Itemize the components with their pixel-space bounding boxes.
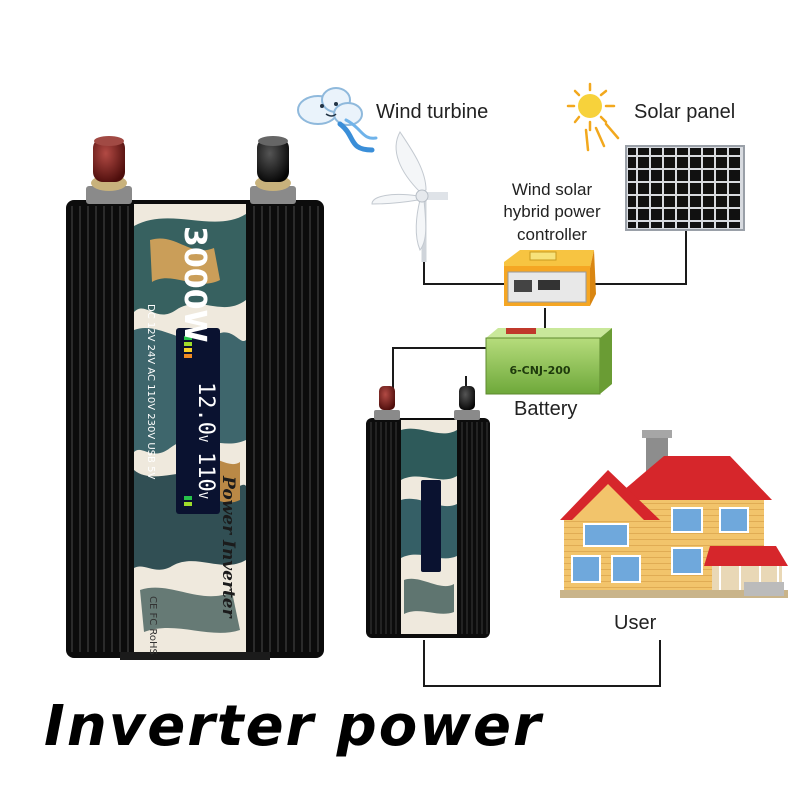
label-controller-line1: Wind solar	[511, 180, 593, 199]
lcd-input-unit: V	[196, 434, 210, 443]
label-user: User	[614, 612, 657, 634]
wind-turbine	[371, 131, 448, 262]
inverter-cert: CE FC RoHS	[147, 596, 158, 655]
small-lcd-screen	[421, 480, 441, 572]
small-negative-terminal	[454, 386, 480, 420]
battery-model: 6-CNJ-200	[509, 364, 570, 377]
wire-inverter-user	[423, 640, 661, 687]
positive-terminal	[86, 136, 132, 204]
small-inverter	[366, 386, 490, 638]
inverter-model-text: 3000W	[177, 226, 212, 343]
wire-solar-controller	[594, 230, 687, 285]
label-wind-turbine: Wind turbine	[376, 101, 489, 123]
solar-panel	[625, 145, 745, 231]
label-controller-line3: controller	[517, 225, 587, 244]
page-title: Inverter power	[44, 694, 543, 759]
inverter-fins	[71, 206, 319, 652]
battery: 6-CNJ-200	[485, 328, 612, 395]
lcd-output-unit: V	[196, 491, 210, 499]
negative-terminal	[250, 136, 296, 204]
hybrid-controller	[504, 250, 596, 306]
label-solar-panel: Solar panel	[634, 101, 736, 123]
lcd-output-value: 110	[193, 452, 218, 492]
house	[560, 430, 788, 598]
label-controller-line2: hybrid power	[503, 202, 601, 221]
small-positive-terminal	[374, 386, 400, 420]
wire-battery-inverter-positive	[392, 347, 487, 392]
wire-turbine-controller	[423, 258, 506, 285]
lcd-input-value: 12.0	[193, 382, 218, 435]
label-battery: Battery	[514, 398, 578, 420]
wires	[392, 230, 687, 687]
lcd-bars	[184, 336, 192, 506]
large-inverter	[66, 136, 324, 660]
wind-cloud-icon	[297, 87, 378, 153]
sun-icon	[566, 82, 620, 152]
lcd-input-voltage: 12.0V	[193, 382, 218, 442]
inverter-spec-line: DC 12V 24V AC 110V 230V USB 5V	[145, 304, 156, 480]
lcd-output-voltage: 110V	[193, 452, 218, 499]
lcd-screen	[176, 328, 220, 514]
inverter-brand: Power Inverter	[218, 476, 238, 618]
